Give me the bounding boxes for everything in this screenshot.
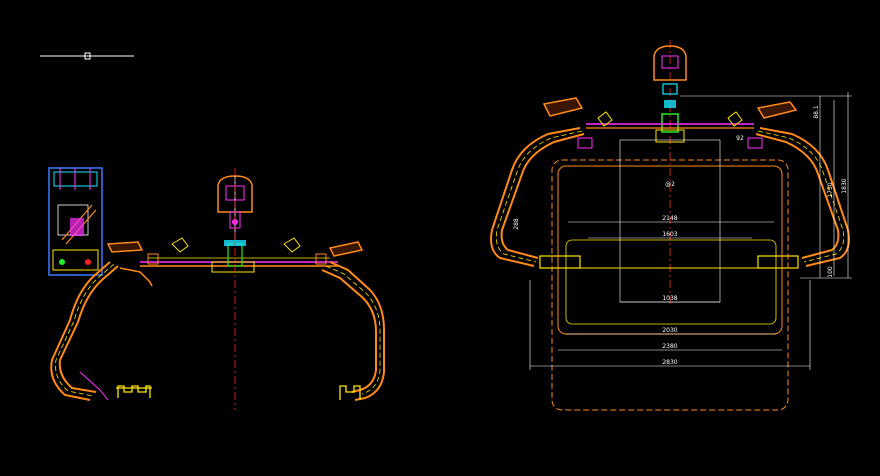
- dim-left-offset: 288: [513, 218, 520, 230]
- left-base-feet: [116, 385, 152, 398]
- dim-height-bottom: 100: [827, 266, 834, 278]
- dim-height-1750: 1750: [827, 182, 834, 197]
- dim-height-total: 1830: [841, 178, 848, 193]
- left-view-right-frame: [321, 241, 385, 401]
- right-side-arms: [490, 127, 850, 269]
- left-side-frame: [50, 241, 153, 401]
- dim-width-2030: 2030: [662, 327, 677, 334]
- dim-overall-width: 2830: [662, 359, 677, 366]
- right-head-unit: [653, 45, 687, 133]
- dim-center-mark: @2: [665, 181, 675, 188]
- control-panel: [48, 167, 103, 276]
- dim-small-mark: 92: [736, 135, 744, 142]
- dim-width-2380: 2380: [662, 343, 677, 350]
- dim-top-width: 2148: [662, 215, 677, 222]
- dim-mid-width: 1603: [662, 231, 677, 238]
- dimension-lines: [529, 92, 852, 370]
- dim-inner-width: 1038: [662, 295, 677, 302]
- right-crossbar: [542, 97, 798, 143]
- scale-bar: [40, 52, 134, 60]
- left-crossbar: [140, 237, 338, 273]
- dim-height-top: 88.1: [813, 105, 820, 119]
